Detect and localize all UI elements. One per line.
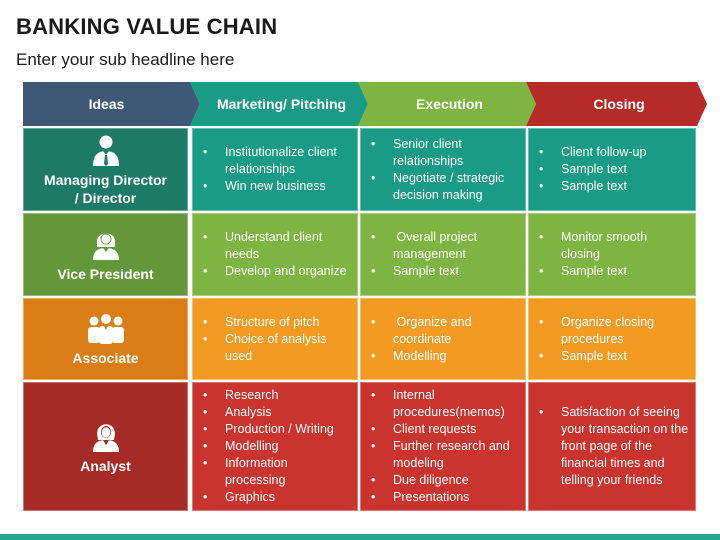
value-cell: Organize and coordinateModelling	[360, 298, 526, 380]
bullet-item: Sample text	[371, 263, 519, 280]
bullet-item: Sample text	[539, 263, 689, 280]
bullet-item: Modelling	[203, 438, 351, 455]
value-cell: Institutionalize client relationshipsWin…	[192, 128, 358, 211]
bullet-list: Internal procedures(memos)Client request…	[371, 387, 519, 506]
stage-closing: Closing	[526, 82, 707, 126]
bullet-item: Structure of pitch	[203, 314, 351, 331]
value-cell: Monitor smooth closingSample text	[528, 213, 696, 296]
bullet-item: Develop and organize	[203, 263, 351, 280]
stage-label: Closing	[593, 96, 645, 112]
bullet-item: Internal procedures(memos)	[371, 387, 519, 421]
bullet-item: Organize closing procedures	[539, 314, 689, 348]
role-cell: Vice President	[23, 213, 188, 296]
value-cell: Organize closing proceduresSample text	[528, 298, 696, 380]
bullet-list: ResearchAnalysisProduction / WritingMode…	[203, 387, 351, 506]
value-cell: Client follow-upSample textSample text	[528, 128, 696, 211]
role-name: Associate	[72, 350, 139, 366]
bullet-item: Choice of analysis used	[203, 331, 351, 365]
bullet-item: Sample text	[539, 348, 689, 365]
bullet-item: Further research and modeling	[371, 438, 519, 472]
bullet-item: Production / Writing	[203, 421, 351, 438]
bullet-list: Client follow-upSample textSample text	[539, 144, 647, 195]
bullet-item: Senior client relationships	[371, 136, 519, 170]
bullet-item: Overall project management	[371, 229, 519, 263]
value-cell: ResearchAnalysisProduction / WritingMode…	[192, 382, 358, 511]
value-cell: Understand client needsDevelop and organ…	[192, 213, 358, 296]
bullet-item: Client requests	[371, 421, 519, 438]
bullet-item: Satisfaction of seeing your transaction …	[539, 404, 689, 489]
bullet-item: Analysis	[203, 404, 351, 421]
bullet-item: Modelling	[371, 348, 519, 365]
bullet-item: Client follow-up	[539, 144, 647, 161]
stage-marketing-pitching: Marketing/ Pitching	[190, 82, 368, 126]
woman-icon	[89, 419, 123, 453]
bullet-item: Understand client needs	[203, 229, 351, 263]
page-subtitle: Enter your sub headline here	[16, 50, 235, 69]
bullet-item: Presentations	[371, 489, 519, 506]
bottom-accent-bar	[0, 534, 720, 540]
bullet-list: Senior client relationshipsNegotiate / s…	[371, 136, 519, 204]
bullet-item: Win new business	[203, 178, 351, 195]
role-name: Vice President	[57, 265, 154, 282]
bullet-item: Negotiate / strategic decision making	[371, 170, 519, 204]
bullet-list: Institutionalize client relationshipsWin…	[203, 144, 351, 195]
bullet-item: Sample text	[539, 178, 646, 195]
role-cell: Managing Director / Director	[23, 128, 188, 211]
bullet-list: Organize closing proceduresSample text	[539, 314, 689, 365]
bullet-item: Sample text	[539, 161, 646, 178]
role-cell: Analyst	[23, 382, 188, 511]
bullet-item: Due diligence	[371, 472, 519, 489]
role-name: Managing Director / Director	[44, 171, 167, 206]
stage-label: Marketing/ Pitching	[216, 96, 347, 112]
bullet-list: Monitor smooth closingSample text	[539, 229, 689, 280]
value-cell: Senior client relationshipsNegotiate / s…	[360, 128, 526, 211]
role-cell: Associate	[23, 298, 188, 380]
bullet-list: Satisfaction of seeing your transaction …	[539, 404, 689, 489]
bullet-list: Overall project managementSample text	[371, 229, 519, 280]
bullet-item: Information processing	[203, 455, 351, 489]
team-icon	[86, 311, 126, 345]
bullet-item: Monitor smooth closing	[539, 229, 689, 263]
bullet-list: Understand client needsDevelop and organ…	[203, 229, 351, 280]
bullet-list: Organize and coordinateModelling	[371, 314, 519, 365]
businesswoman-icon	[89, 227, 123, 261]
bullet-list: Structure of pitchChoice of analysis use…	[203, 314, 351, 365]
bullet-item: Research	[203, 387, 351, 404]
stage-label: Execution	[416, 96, 483, 112]
stage-label: Ideas	[88, 96, 125, 112]
role-name: Analyst	[80, 457, 131, 474]
value-cell: Satisfaction of seeing your transaction …	[528, 382, 696, 511]
businessman-icon	[89, 133, 123, 167]
bullet-item: Institutionalize client relationships	[203, 144, 351, 178]
bullet-item: Organize and coordinate	[371, 314, 519, 348]
value-cell: Overall project managementSample text	[360, 213, 526, 296]
value-cell: Internal procedures(memos)Client request…	[360, 382, 526, 511]
stage-execution: Execution	[358, 82, 536, 126]
bullet-item: Graphics	[203, 489, 351, 506]
stage-ideas: Ideas	[23, 82, 200, 126]
value-cell: Structure of pitchChoice of analysis use…	[192, 298, 358, 380]
page-title: BANKING VALUE CHAIN	[16, 14, 278, 39]
